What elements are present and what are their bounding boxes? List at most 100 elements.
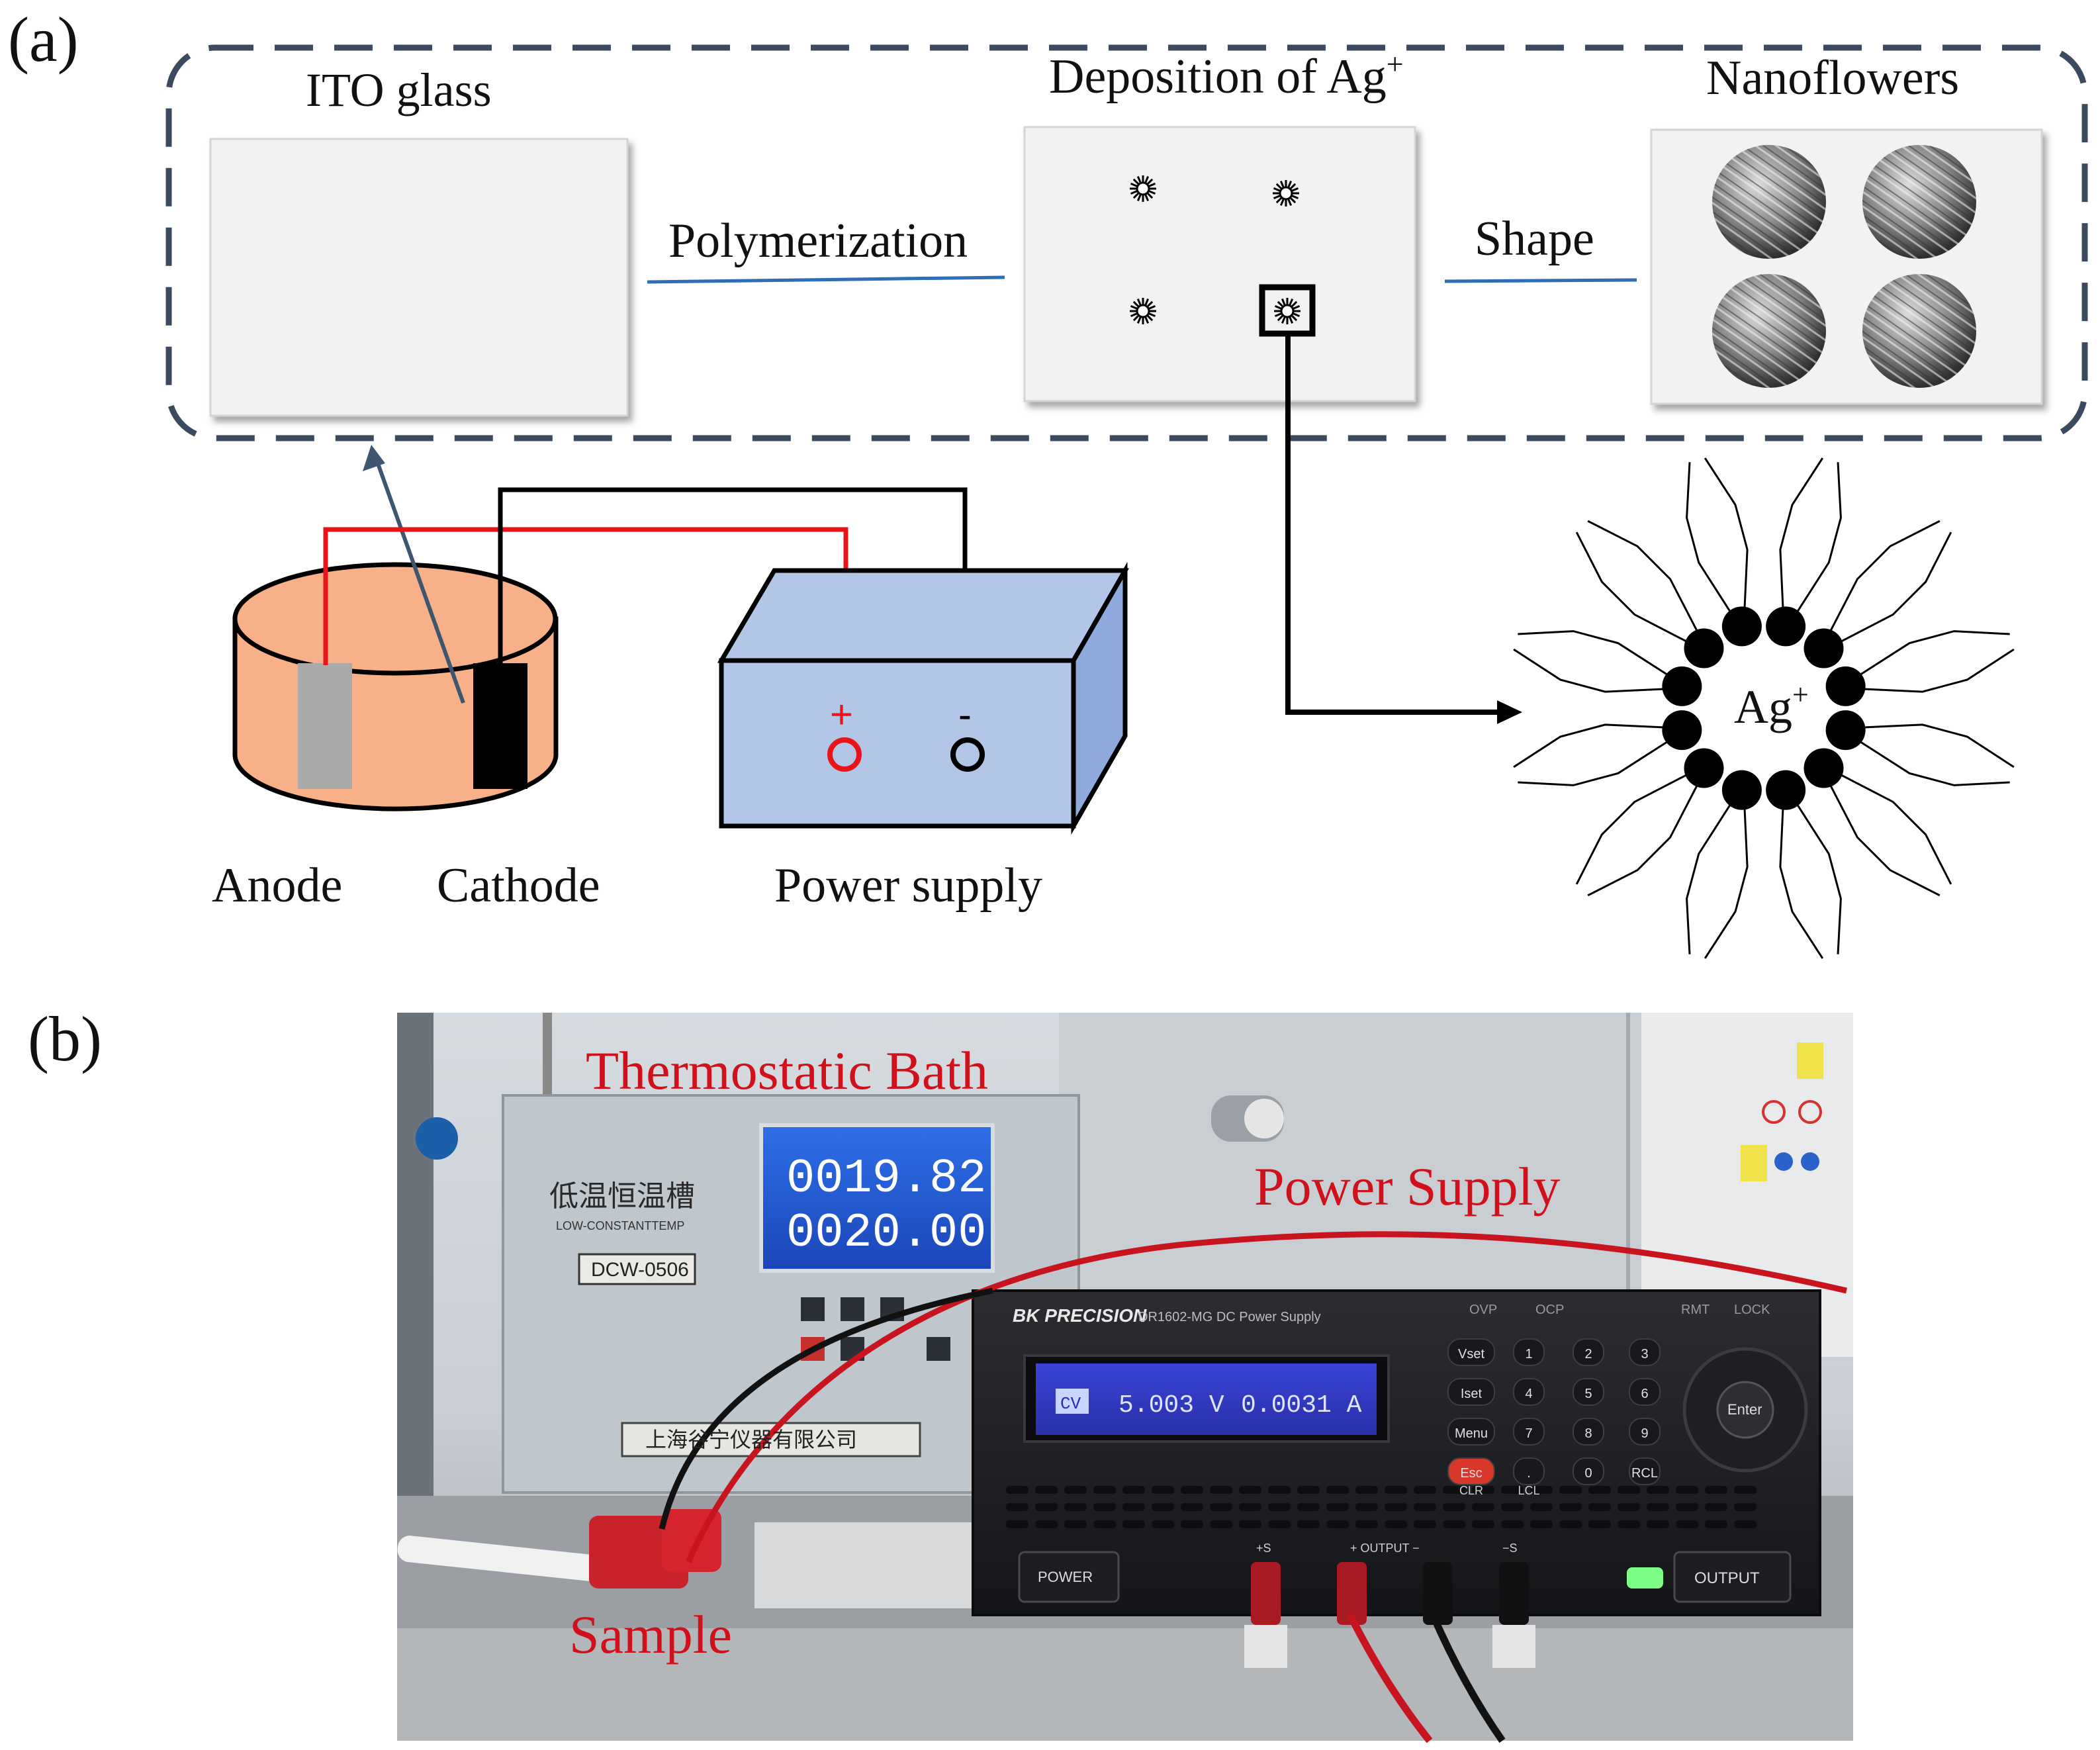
psu-key[interactable] [1573, 1338, 1604, 1366]
psu-indicator-rmt: RMT [1681, 1303, 1710, 1317]
psu-vent-slot [1530, 1520, 1553, 1528]
psu-vent-slot [1355, 1486, 1378, 1494]
ag-nucleus-dot [1273, 180, 1299, 207]
psu-vent-slot [1588, 1520, 1611, 1528]
psu-key[interactable] [1629, 1418, 1661, 1446]
psu-vent-slot [1268, 1520, 1291, 1528]
ito-arrowhead [363, 445, 385, 471]
bath-brand-en: LOW-CONSTANTTEMP [556, 1219, 684, 1232]
psu-key[interactable] [1513, 1338, 1545, 1366]
psu-key[interactable] [1573, 1457, 1604, 1485]
ito-glass-label: ITO glass [306, 64, 492, 116]
psu-key[interactable] [1629, 1338, 1661, 1366]
psu-vent-slot [1559, 1486, 1582, 1494]
surfactant-tail [1779, 806, 1824, 959]
psu-indicator-ovp: OVP [1469, 1303, 1497, 1317]
psu-output-button-label: OUTPUT [1694, 1569, 1760, 1587]
deposition-label: Deposition of Ag+ [1049, 47, 1404, 104]
surfactant-tail [1779, 457, 1824, 611]
psu-key[interactable] [1447, 1378, 1495, 1406]
negative-terminal [950, 737, 985, 772]
psu-vent-slot [1210, 1486, 1232, 1494]
psu-vent-slot [1268, 1503, 1291, 1511]
psu-vent-slot [1647, 1520, 1669, 1528]
surfactant-tail [1704, 806, 1749, 959]
psu-vent-slot [1297, 1520, 1320, 1528]
psu-key-label: 3 [1641, 1347, 1648, 1361]
ag-nucleus-dot [1130, 298, 1156, 324]
psu-key-label: Iset [1461, 1387, 1483, 1401]
psu-vent-slot [1443, 1520, 1465, 1528]
psu-vent-slot [1618, 1503, 1640, 1511]
surfactant-tail [1587, 520, 1700, 634]
psu-vent-slot [1734, 1520, 1757, 1528]
psu-key[interactable] [1447, 1338, 1495, 1366]
psu-key[interactable] [1513, 1457, 1545, 1485]
psu-vent-slot [1588, 1486, 1611, 1494]
surfactant-tail [1795, 462, 1842, 615]
psu-vent-slot [1414, 1503, 1436, 1511]
psu-indicator-lock: LOCK [1734, 1303, 1770, 1317]
psu-key-label: Menu [1455, 1426, 1488, 1441]
psu-key[interactable] [1447, 1418, 1495, 1446]
psu-vent-slot [1064, 1503, 1087, 1511]
bath-display-line1: 0019.82 [786, 1152, 986, 1206]
surfactant-head [1684, 628, 1724, 668]
psu-key[interactable] [1629, 1457, 1661, 1485]
psu-display-current: 0.0031 A [1241, 1391, 1362, 1420]
surfactant-head [1662, 666, 1702, 706]
lab-photo [397, 1013, 1853, 1743]
psu-vent-slot [1705, 1503, 1727, 1511]
surfactant-head [1825, 710, 1866, 751]
psu-vent-slot [1472, 1520, 1494, 1528]
surfactant-head [1825, 666, 1866, 706]
psu-vent-slot [1676, 1503, 1698, 1511]
psu-power-button-label: POWER [1038, 1569, 1093, 1585]
psu-vent-slot [1181, 1486, 1203, 1494]
nanoflower-image [1712, 145, 1826, 259]
psu-vent-slot [1035, 1520, 1058, 1528]
psu-key[interactable] [1447, 1457, 1495, 1485]
highlight-box [1259, 284, 1316, 337]
psu-vent-slot [1472, 1503, 1494, 1511]
psu-key[interactable] [1513, 1378, 1545, 1406]
psu-vent-slot [1064, 1486, 1087, 1494]
surfactant-tail [1513, 723, 1666, 768]
psu-vent-slot [1734, 1486, 1757, 1494]
psu-key[interactable] [1573, 1418, 1604, 1446]
psu-key[interactable] [1629, 1378, 1661, 1406]
psu-vent-slot [1006, 1503, 1028, 1511]
psu-vent-slot [1152, 1520, 1174, 1528]
deposition-superscript: + [1387, 47, 1404, 81]
psu-vent-slot [1355, 1520, 1378, 1528]
surfactant-head [1684, 748, 1724, 788]
process-dashed-frame [165, 44, 2088, 441]
psu-vent-slot [1385, 1520, 1407, 1528]
surfactant-tail [1686, 802, 1733, 954]
psu-key-label: 7 [1525, 1426, 1532, 1441]
psu-key[interactable] [1513, 1418, 1545, 1446]
psu-vent-slot [1093, 1486, 1116, 1494]
psu-vent-slot [1385, 1486, 1407, 1494]
psu-vent-slot [1647, 1486, 1669, 1494]
nanoflowers-slide [1650, 128, 2043, 405]
psu-key[interactable] [1573, 1378, 1604, 1406]
psu-vent-slot [1210, 1520, 1232, 1528]
plus-sign: + [830, 692, 853, 737]
psu-vent-slot [1705, 1486, 1727, 1494]
surfactant-tail [1828, 782, 1940, 897]
surfactant-head [1766, 770, 1806, 810]
psu-vent-slot [1647, 1503, 1669, 1511]
psu-key-sublabel: CLR [1459, 1484, 1483, 1497]
psu-key-label: Vset [1458, 1347, 1484, 1361]
ag-micelle [1513, 457, 2015, 959]
surfactant-tail [1686, 462, 1733, 615]
deposition-slide [1023, 126, 1416, 402]
psu-vent-slot [1385, 1503, 1407, 1511]
surfactant-head [1721, 770, 1762, 810]
psu-vent-slot [1618, 1486, 1640, 1494]
anode-label: Anode [212, 858, 342, 913]
psu-vent-slot [1472, 1486, 1494, 1494]
bath-model: DCW-0506 [591, 1259, 689, 1281]
